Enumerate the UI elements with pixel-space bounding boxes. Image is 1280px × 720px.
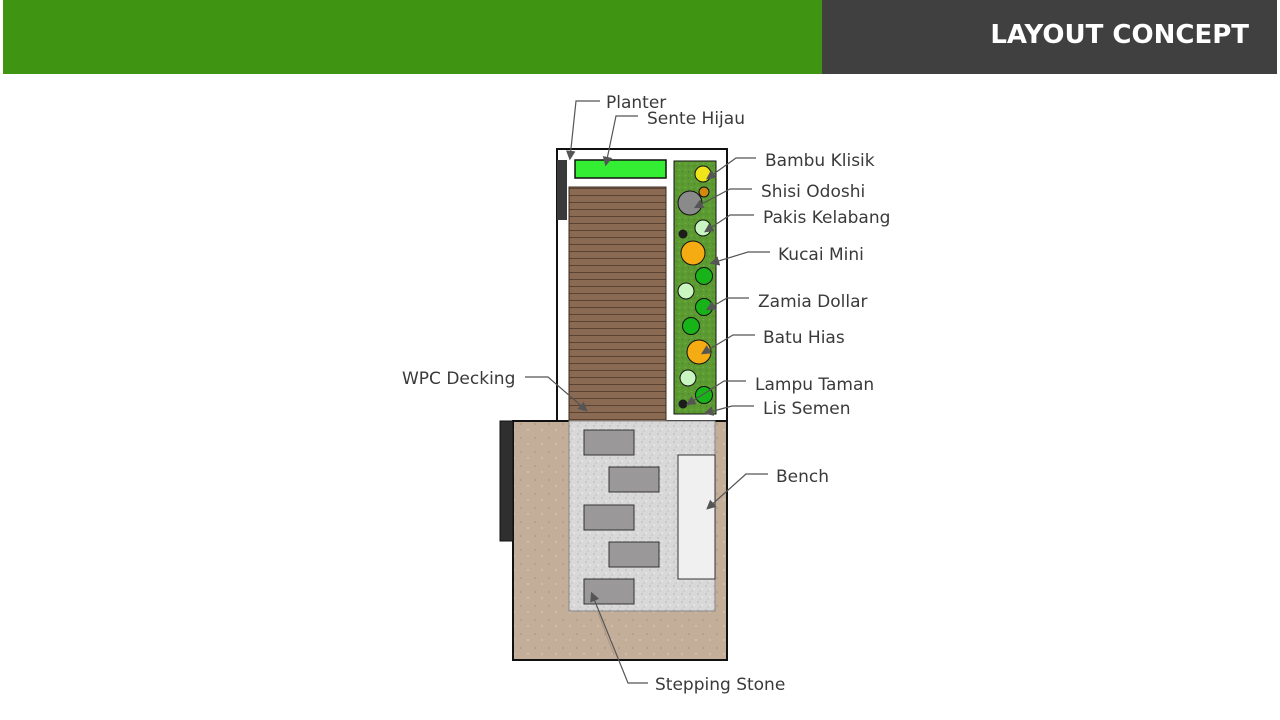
label-pakis-kelabang: Pakis Kelabang <box>763 208 890 228</box>
leader-lines <box>525 100 770 684</box>
label-bambu-klisik: Bambu Klisik <box>765 151 875 171</box>
stepping-stone <box>583 429 635 456</box>
label-lampu-taman: Lampu Taman <box>755 375 874 395</box>
label-zamia-dollar: Zamia Dollar <box>758 292 868 312</box>
stepping-stone <box>583 504 635 531</box>
header-green-band <box>3 0 822 74</box>
shisi-odoshi-spout <box>698 186 710 198</box>
stepping-stone <box>608 541 660 568</box>
label-kucai-mini: Kucai Mini <box>778 245 864 265</box>
sente-hijau-leader <box>602 115 638 167</box>
planter-leader <box>565 100 600 161</box>
kucai-mini-leader <box>709 251 770 266</box>
sente-hijau-planter <box>574 159 667 179</box>
zamia-dollar-plant <box>695 386 713 404</box>
wpc-decking-leader <box>525 376 588 412</box>
header-dark-band: LAYOUT CONCEPT <box>822 0 1277 74</box>
lampu-taman-leader <box>685 380 746 406</box>
lampu-taman-light <box>678 229 688 239</box>
label-sente-hijau: Sente Hijau <box>647 109 745 129</box>
zamia-dollar-plant <box>682 317 700 335</box>
shisi-odoshi-leader <box>693 188 752 209</box>
pakis-kelabang-plant <box>679 369 697 387</box>
bench-leader <box>706 473 768 510</box>
label-shisi-odoshi: Shisi Odoshi <box>761 182 865 202</box>
zamia-dollar-plant <box>695 298 713 316</box>
label-wpc-decking: WPC Decking <box>402 369 515 389</box>
label-batu-hias: Batu Hias <box>763 328 845 348</box>
shisi-odoshi-basin <box>677 190 703 216</box>
lampu-taman-light <box>678 399 688 409</box>
upper-left-wall <box>557 160 567 220</box>
stepping-stone <box>608 466 660 493</box>
stepping-stone-leader <box>590 591 648 684</box>
label-planter: Planter <box>606 93 666 113</box>
lis-semen-leader <box>703 405 754 416</box>
label-lis-semen: Lis Semen <box>763 399 851 419</box>
bambu-klisik-plant <box>694 165 712 183</box>
label-stepping-stone: Stepping Stone <box>655 675 785 695</box>
zamia-dollar-plant <box>695 267 713 285</box>
zamia-dollar-leader <box>705 297 749 311</box>
wpc-decking <box>568 186 667 422</box>
page-title: LAYOUT CONCEPT <box>990 20 1249 50</box>
batu-hias-leader <box>700 334 755 355</box>
pakis-kelabang-plant <box>694 219 712 237</box>
stepping-stone <box>583 578 635 605</box>
batu-hias-stone <box>686 339 712 365</box>
left-wall <box>499 420 514 542</box>
floor-seam <box>596 609 615 656</box>
label-bench: Bench <box>776 467 829 487</box>
bench <box>677 454 716 580</box>
kucai-mini-plant <box>680 240 706 266</box>
bambu-klisik-leader <box>706 157 756 180</box>
pakis-kelabang-leader <box>704 214 754 233</box>
pakis-kelabang-plant <box>677 282 695 300</box>
